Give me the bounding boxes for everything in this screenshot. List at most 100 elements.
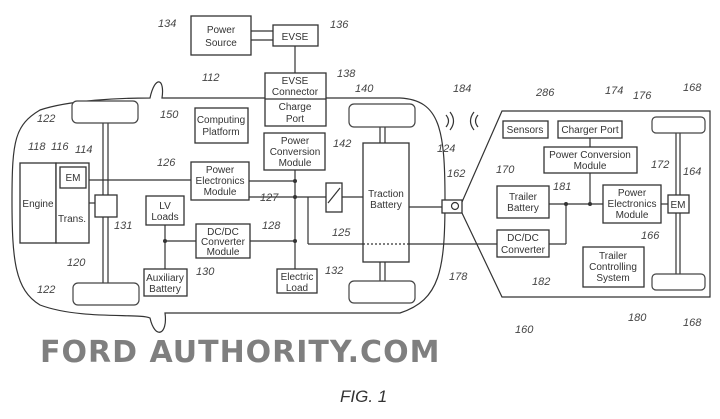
svg-text:120: 120 <box>67 257 86 269</box>
svg-text:EVSE: EVSE <box>282 76 309 87</box>
sensors-box: Sensors <box>502 120 549 139</box>
svg-text:Power: Power <box>281 136 310 147</box>
figure-label: FIG. 1 <box>340 387 387 406</box>
svg-text:Power: Power <box>206 165 235 176</box>
svg-text:Conversion: Conversion <box>270 147 321 158</box>
svg-text:Power: Power <box>618 188 647 199</box>
svg-text:181: 181 <box>553 181 571 193</box>
svg-text:Electronics: Electronics <box>196 176 245 187</box>
svg-text:Module: Module <box>207 247 240 258</box>
em-box: EM <box>59 166 87 189</box>
svg-text:Module: Module <box>204 187 237 198</box>
svg-text:178: 178 <box>449 271 468 283</box>
svg-text:164: 164 <box>683 166 701 178</box>
svg-text:127: 127 <box>260 192 279 204</box>
contactor-box <box>325 182 343 213</box>
svg-text:EVSE: EVSE <box>282 32 309 43</box>
svg-text:128: 128 <box>262 220 281 232</box>
svg-text:174: 174 <box>605 85 623 97</box>
svg-text:Load: Load <box>286 283 308 294</box>
svg-text:Traction: Traction <box>368 189 404 200</box>
svg-text:Trailer: Trailer <box>599 251 628 262</box>
wheel-front-left <box>71 100 139 124</box>
svg-text:Trailer: Trailer <box>509 192 538 203</box>
svg-text:Charge: Charge <box>279 102 312 113</box>
svg-text:Battery: Battery <box>149 284 181 295</box>
svg-text:Engine: Engine <box>22 199 54 210</box>
svg-text:176: 176 <box>633 90 652 102</box>
svg-text:184: 184 <box>453 83 471 95</box>
svg-text:Converter: Converter <box>201 237 246 248</box>
charger-port-box: Charger Port <box>557 120 623 139</box>
svg-text:Converter: Converter <box>501 245 546 256</box>
svg-text:Platform: Platform <box>202 127 239 138</box>
svg-text:Computing: Computing <box>197 115 245 126</box>
svg-text:168: 168 <box>683 82 702 94</box>
svg-text:Connector: Connector <box>272 87 319 98</box>
svg-text:172: 172 <box>651 159 669 171</box>
svg-text:Auxiliary: Auxiliary <box>146 273 184 284</box>
trailer-em-box: EM <box>667 194 690 214</box>
svg-text:Module: Module <box>574 161 607 172</box>
svg-text:138: 138 <box>337 68 356 80</box>
svg-text:160: 160 <box>515 324 534 336</box>
trailer-wheel-bottom <box>651 273 706 291</box>
svg-text:118: 118 <box>28 141 46 153</box>
wheel-rear-right <box>348 280 416 304</box>
svg-text:EM: EM <box>66 173 81 184</box>
svg-text:122: 122 <box>37 113 55 125</box>
svg-text:DC/DC: DC/DC <box>507 233 539 244</box>
wheel-rear-left <box>72 282 140 306</box>
svg-text:180: 180 <box>628 312 647 324</box>
svg-text:136: 136 <box>330 19 349 31</box>
engine-box: Engine <box>19 162 57 244</box>
svg-text:System: System <box>596 273 629 284</box>
svg-text:Module: Module <box>279 158 312 169</box>
trailer-outline <box>461 110 711 298</box>
tires <box>71 100 706 306</box>
svg-text:EM: EM <box>671 200 686 211</box>
evse-box: EVSE <box>272 24 319 47</box>
svg-text:Power: Power <box>207 25 236 36</box>
svg-text:112: 112 <box>202 72 220 84</box>
svg-text:DC/DC: DC/DC <box>207 227 239 238</box>
wheel-front-right <box>348 103 416 128</box>
trailer-wiring <box>549 138 668 245</box>
svg-text:Port: Port <box>286 114 305 125</box>
svg-text:Electric: Electric <box>281 272 314 283</box>
svg-text:Controlling: Controlling <box>589 262 637 273</box>
svg-text:126: 126 <box>157 157 176 169</box>
vehicle-axles <box>94 123 681 283</box>
svg-text:Charger Port: Charger Port <box>561 125 618 136</box>
svg-text:166: 166 <box>641 230 660 242</box>
svg-text:286: 286 <box>535 87 555 99</box>
svg-text:Electronics: Electronics <box>608 199 657 210</box>
watermark: FORD AUTHORITY.COM <box>40 335 440 370</box>
svg-text:132: 132 <box>325 265 343 277</box>
svg-text:Trans.: Trans. <box>58 214 86 225</box>
svg-text:Loads: Loads <box>151 212 178 223</box>
svg-text:114: 114 <box>75 144 93 156</box>
vehicle-outline <box>11 81 446 333</box>
reference-numerals: 134 136 138 140 112 150 142 126 127 118 … <box>28 18 702 336</box>
svg-text:140: 140 <box>355 83 374 95</box>
hitch-connector <box>441 199 463 214</box>
svg-text:168: 168 <box>683 317 702 329</box>
svg-text:122: 122 <box>37 284 55 296</box>
